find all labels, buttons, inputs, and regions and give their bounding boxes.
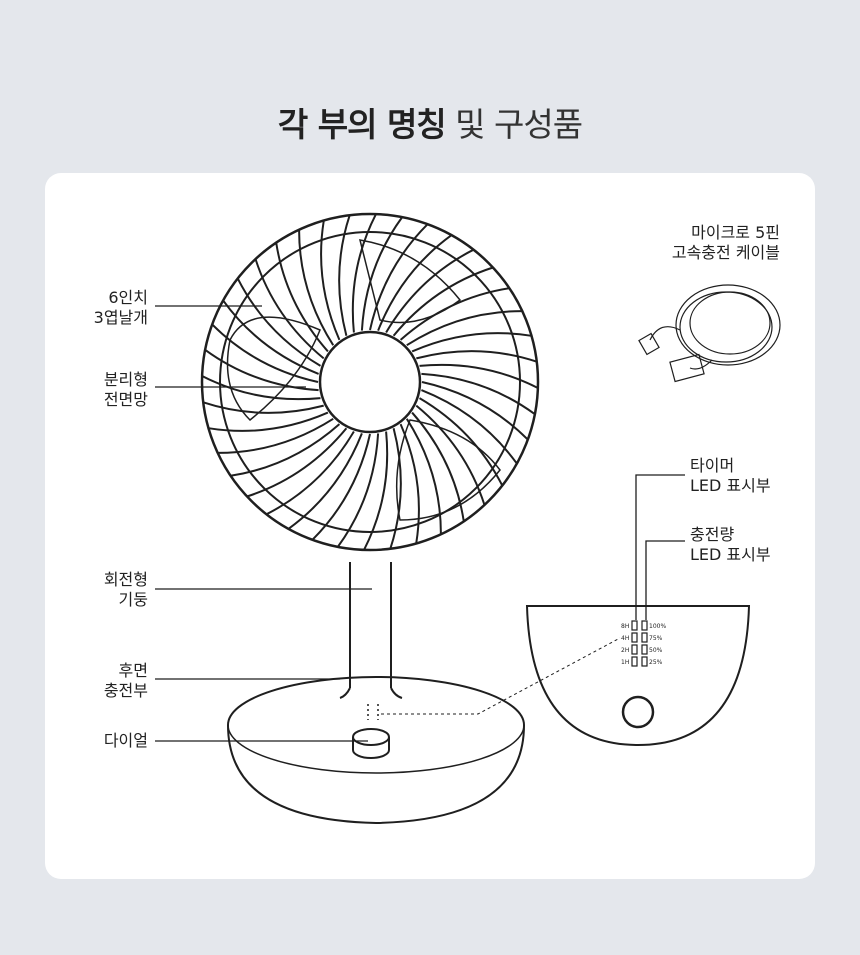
- guard-spoke: [338, 214, 351, 336]
- page-title: 각 부의 명칭 및 구성품: [0, 98, 860, 146]
- timer-led-label: 4H: [621, 635, 629, 642]
- guard-spoke: [298, 229, 335, 346]
- guard-spoke: [392, 266, 494, 337]
- guard-spokes: [201, 213, 539, 551]
- guard-spoke: [254, 258, 325, 360]
- guard-spoke: [411, 411, 465, 522]
- base-rim: [227, 724, 525, 774]
- guard-spoke: [360, 216, 404, 331]
- title-bold: 각 부의 명칭: [277, 105, 447, 144]
- battery-led-label: 25%: [649, 659, 663, 666]
- battery-led: [641, 644, 648, 655]
- label-dial: 다이얼: [103, 731, 148, 750]
- leader-lines: [155, 305, 685, 742]
- fan-hub: [318, 330, 422, 434]
- guard-spoke: [265, 430, 355, 516]
- guard-spoke: [415, 404, 486, 506]
- battery-led: [641, 656, 648, 667]
- diagram-card: [45, 173, 815, 879]
- battery-led: [641, 620, 648, 631]
- detail-connector: [381, 637, 621, 715]
- guard-spoke: [230, 423, 341, 477]
- cable-icon: [638, 284, 781, 383]
- guard-spoke: [222, 299, 319, 375]
- pole-foot-right: [390, 687, 403, 699]
- guard-spoke: [246, 427, 348, 498]
- guard-spoke: [389, 428, 402, 550]
- detail-dial: [621, 695, 655, 729]
- guard-spoke: [204, 348, 319, 392]
- guard-spoke: [416, 350, 538, 363]
- battery-led: [641, 632, 648, 643]
- guard-spoke: [217, 417, 334, 454]
- battery-led-label: 75%: [649, 635, 663, 642]
- timer-led: [631, 644, 638, 655]
- guard-spoke: [287, 433, 363, 530]
- guard-spoke: [406, 310, 523, 347]
- guard-spoke: [385, 248, 475, 334]
- guard-outer-ring: [200, 212, 540, 552]
- guard-spoke: [351, 213, 377, 333]
- guard-spoke: [419, 363, 539, 389]
- fan-base: [226, 676, 526, 825]
- guard-spoke: [405, 418, 442, 535]
- guard-spoke: [411, 332, 532, 353]
- guard-spoke: [201, 375, 321, 401]
- detail-base: [525, 605, 751, 747]
- timer-led: [631, 632, 638, 643]
- battery-led-label: 50%: [649, 647, 663, 654]
- title-light: 및 구성품: [455, 105, 583, 144]
- base-led-marks: [367, 704, 379, 720]
- guard-spoke: [421, 381, 529, 441]
- guard-spoke: [369, 223, 429, 331]
- pole-foot-left: [339, 687, 351, 699]
- guard-spoke: [399, 423, 420, 544]
- guard-spoke: [202, 401, 324, 414]
- guard-inner-ring: [219, 231, 521, 533]
- dial-top: [352, 728, 390, 746]
- timer-led: [631, 620, 638, 631]
- guard-spoke: [211, 323, 319, 383]
- guard-spoke: [399, 287, 510, 341]
- timer-led-label: 1H: [621, 659, 629, 666]
- timer-led: [631, 656, 638, 667]
- guard-spoke: [208, 411, 329, 432]
- guard-spoke: [377, 234, 453, 331]
- timer-led-label: 8H: [621, 623, 629, 630]
- guard-spoke: [421, 389, 518, 465]
- guard-spoke: [311, 433, 371, 541]
- timer-led-label: 2H: [621, 647, 629, 654]
- guard-spoke: [275, 242, 329, 353]
- led-boxes: [631, 620, 648, 667]
- guard-spoke: [363, 431, 389, 551]
- guard-spoke: [418, 397, 504, 487]
- led-labels: 8H 100% 4H 75% 2H 50% 1H 25%: [621, 623, 666, 666]
- guard-spoke: [421, 372, 536, 416]
- battery-led-label: 100%: [649, 623, 666, 630]
- guard-spoke: [236, 277, 322, 367]
- guard-spoke: [320, 220, 341, 341]
- guard-spoke: [336, 433, 380, 548]
